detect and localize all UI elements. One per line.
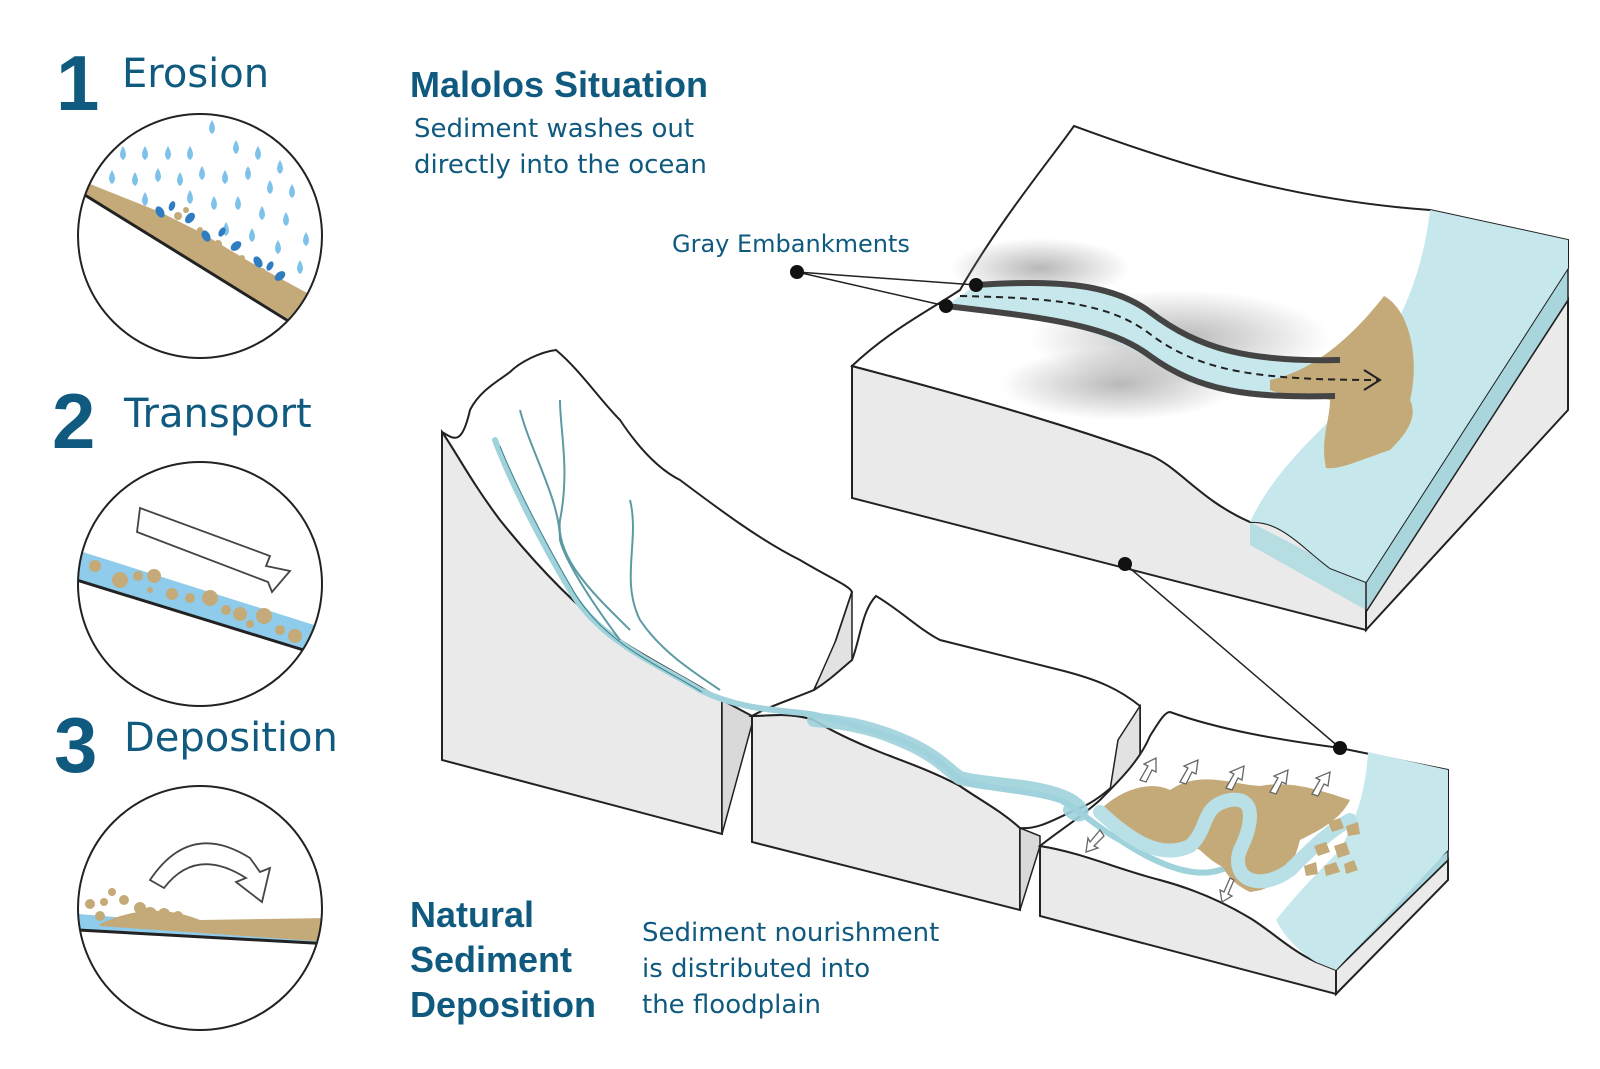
malolos-block — [850, 124, 1569, 633]
natural-description-line1: Sediment nourishment — [642, 918, 940, 948]
deposition-circle — [77, 785, 323, 1031]
erosion-circle — [77, 113, 323, 359]
embankment-label: Gray Embankments — [672, 230, 910, 258]
step-2-number: 2 — [52, 377, 96, 465]
embankment-lower — [945, 303, 1336, 400]
step-2-title: Transport — [124, 391, 312, 437]
natural-description-line3: the floodplain — [642, 989, 821, 1020]
curved-arrow-icon — [148, 842, 272, 904]
step-3-title: Deposition — [124, 715, 338, 761]
natural-title-line1: Natural — [410, 894, 535, 935]
malolos-description-line2: directly into the ocean — [414, 149, 707, 180]
natural-title: Natural Sediment Deposition — [410, 892, 596, 1027]
step-1-title: Erosion — [122, 51, 270, 97]
transport-circle — [77, 461, 323, 707]
natural-title-line2: Sediment — [410, 939, 573, 980]
step-3-number: 3 — [54, 701, 98, 789]
natural-title-line3: Deposition — [410, 984, 596, 1025]
callouts — [796, 271, 1341, 749]
natural-description-line2: is distributed into — [642, 953, 871, 984]
natural-description: Sediment nourishment is distributed into… — [642, 916, 939, 1024]
malolos-title: Malolos Situation — [410, 64, 709, 105]
callout-dots — [790, 265, 1347, 755]
natural-landscape — [441, 348, 1449, 997]
malolos-description: Sediment washes out directly into the oc… — [414, 112, 707, 184]
embankment-upper — [975, 279, 1341, 364]
rain-drops — [79, 120, 320, 330]
malolos-description-line1: Sediment washes out — [414, 114, 695, 144]
distribution-arrows — [1085, 756, 1331, 904]
flow-arrow-icon — [136, 506, 292, 594]
step-1-number: 1 — [56, 39, 100, 127]
